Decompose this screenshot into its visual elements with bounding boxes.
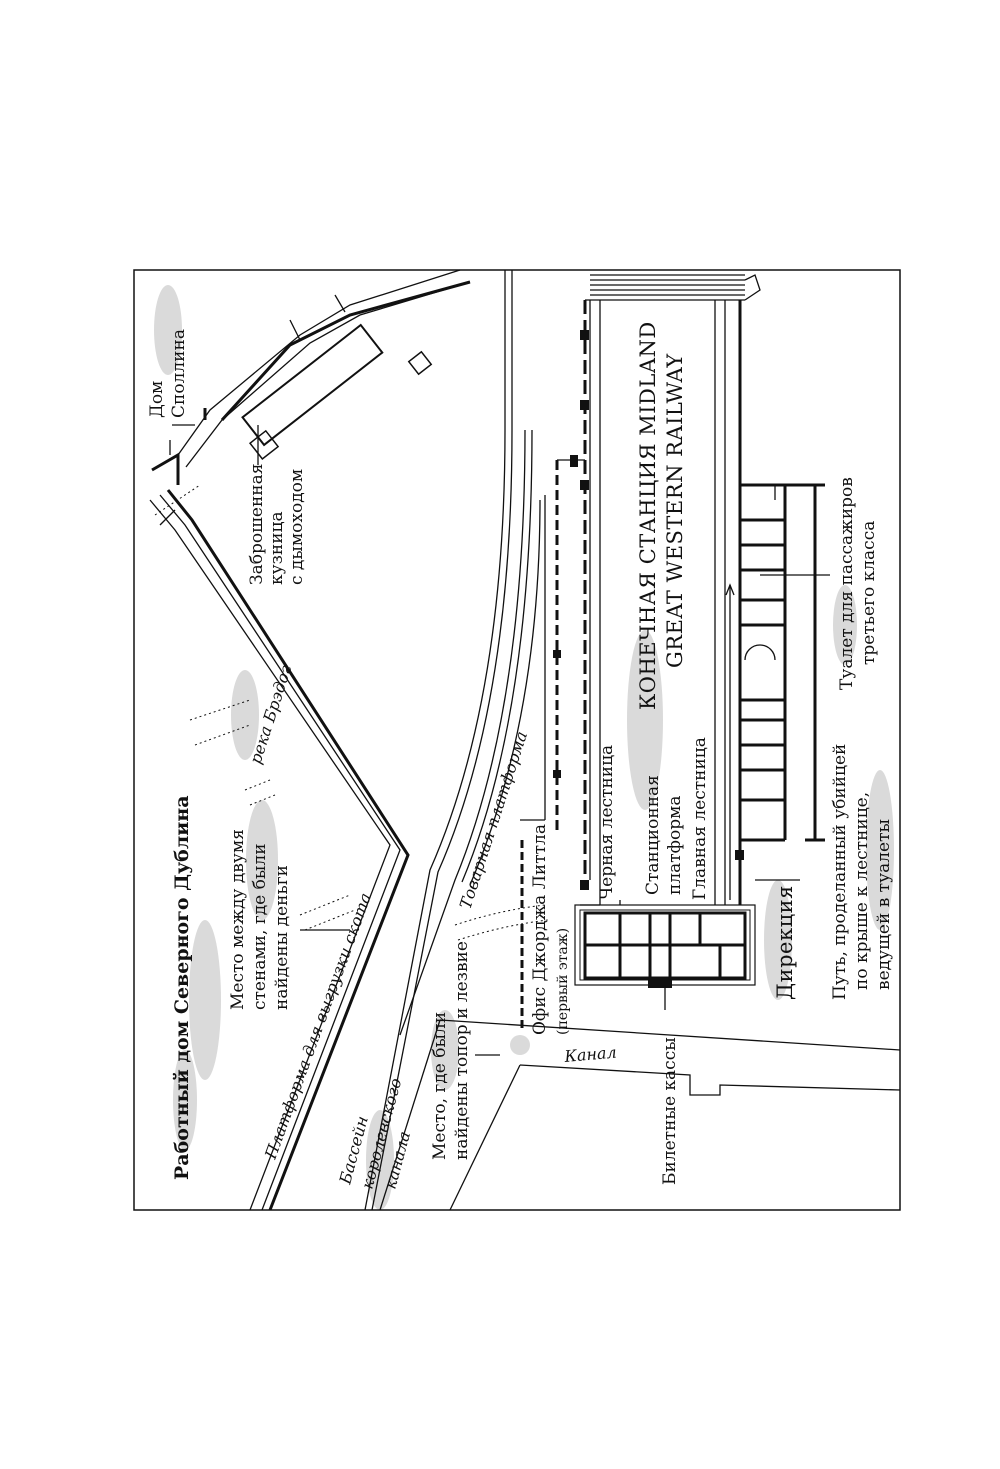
- axe-place-label: Место, где были: [430, 1012, 450, 1160]
- map-frame: [133, 269, 901, 1211]
- third-class-wc-label: Туалет для пассажиров: [837, 477, 857, 690]
- small-building: [407, 350, 433, 376]
- axe-place-label: найдены топор и лезвие: [452, 941, 472, 1160]
- canal-edges: [379, 1019, 901, 1211]
- smithy-label: кузница: [267, 511, 287, 585]
- third-class-toilets: [740, 483, 825, 842]
- killer-path-label: Путь, проделанный убийцей: [830, 744, 850, 1000]
- map-title: Работный дом Северного Дублина: [171, 795, 193, 1180]
- highlight-marks: [154, 285, 894, 1210]
- goods-platform-wall: [520, 455, 585, 1030]
- little-office-label: (первый этаж): [555, 928, 571, 1035]
- smithy-label: с дымоходом: [287, 469, 307, 585]
- ticket-office-label: Билетные кассы: [660, 1037, 680, 1185]
- station-building: [574, 904, 756, 988]
- station-name: GREAT WESTERN RAILWAY: [663, 353, 687, 668]
- spollin-house-label: Споллина: [169, 329, 189, 418]
- spollin-house-label: Дом: [147, 381, 167, 418]
- money-place-label: Место между двумя: [228, 829, 248, 1010]
- killer-path-label: ведущей в туалеты: [874, 819, 894, 990]
- leader-lines: [172, 424, 830, 1056]
- money-place-label: стенами, где были: [250, 843, 270, 1010]
- money-place-label: найдены деньги: [272, 865, 292, 1010]
- train-shed: [580, 274, 761, 905]
- back-stairs-label: Черная лестница: [597, 745, 617, 900]
- management-label: Дирекция: [773, 885, 797, 1000]
- station-name: КОНЕЧНАЯ СТАНЦИЯ MIDLAND: [636, 321, 660, 710]
- smithy-label: Заброшенная: [247, 464, 267, 585]
- killer-path-label: по крыше к лестнице,: [852, 792, 872, 990]
- canal-label: Канал: [563, 1043, 618, 1067]
- station-platform-label: Станционная: [643, 775, 663, 895]
- little-office-label: Офис Джорджа Литтла: [530, 824, 550, 1035]
- spollin-house-walls: [151, 269, 471, 485]
- third-class-wc-label: третьего класса: [859, 521, 879, 665]
- station-platform-label: платформа: [665, 796, 685, 895]
- main-stairs-label: Главная лестница: [690, 737, 710, 900]
- river-walls: [149, 484, 410, 1211]
- railway-tracks: [364, 270, 549, 1211]
